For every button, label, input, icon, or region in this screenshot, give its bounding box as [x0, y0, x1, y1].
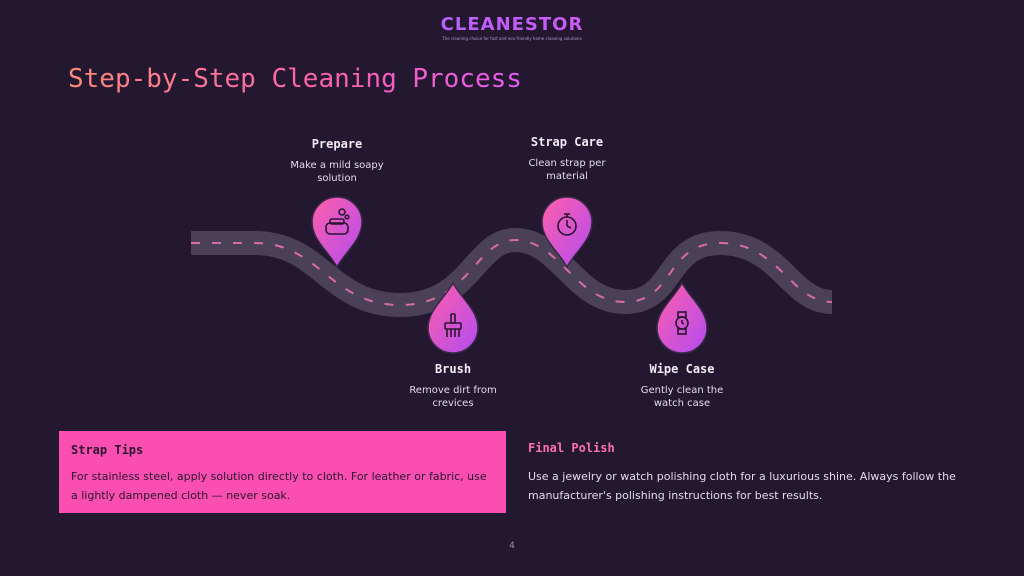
stopwatch-icon [557, 213, 577, 236]
watch-icon [675, 311, 689, 335]
page-title: Step-by-Step Cleaning Process [68, 64, 522, 94]
strap-tips-title: Strap Tips [71, 443, 144, 457]
step-description: Remove dirt from crevices [409, 385, 497, 409]
step-title: Prepare [311, 137, 363, 151]
step-pin-strap-care [541, 196, 593, 268]
final-polish-section: Final Polish Use a jewelry or watch poli… [528, 441, 968, 505]
step-pin-brush [427, 282, 479, 354]
brush-icon [444, 313, 462, 337]
step-title: Strap Care [530, 135, 604, 149]
step-wipe-case: Wipe Case Gently clean the watch case [602, 362, 762, 410]
step-title: Wipe Case [649, 362, 715, 376]
step-brush: Brush Remove dirt from crevices [373, 362, 533, 410]
step-pin-wipe-case [656, 282, 708, 354]
step-strap-care: Strap Care Clean strap per material [487, 135, 647, 183]
step-prepare: Prepare Make a mild soapy solution [257, 137, 417, 185]
step-title: Brush [434, 362, 472, 376]
brand-logo: CLEANESTOR The cleaning choice for fast … [0, 14, 1024, 41]
page-number: 4 [509, 541, 515, 551]
strap-tips-box: Strap Tips For stainless steel, apply so… [59, 431, 506, 513]
strap-tips-body: For stainless steel, apply solution dire… [71, 470, 487, 502]
brand-tagline: The cleaning choice for fast and eco-fri… [442, 36, 582, 41]
final-polish-title: Final Polish [528, 441, 615, 455]
step-description: Clean strap per material [528, 158, 606, 182]
soap-icon [325, 208, 350, 235]
step-description: Make a mild soapy solution [290, 160, 384, 184]
final-polish-body: Use a jewelry or watch polishing cloth f… [528, 470, 956, 502]
brand-name: CLEANESTOR [0, 14, 1024, 35]
step-pin-prepare [311, 196, 363, 268]
step-description: Gently clean the watch case [640, 385, 724, 409]
